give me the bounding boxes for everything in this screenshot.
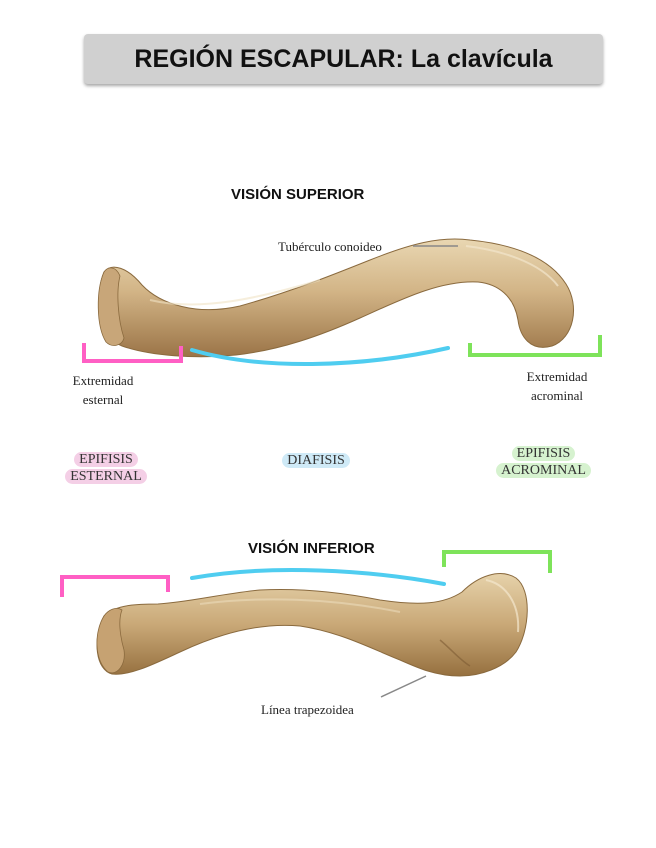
sternal-end-label-line1: Extremidad	[72, 373, 134, 388]
superior-view-heading: VISIÓN SUPERIOR	[231, 186, 365, 203]
page-title: REGIÓN ESCAPULAR: La clavícula	[134, 44, 553, 73]
sternal-end-label-line2: esternal	[82, 392, 124, 407]
acromial-epiphysis-line2: ACROMINAL	[496, 463, 591, 478]
sternal-bracket-inferior	[60, 575, 170, 597]
acromial-bracket-superior	[468, 335, 602, 357]
trapezoid-leader-line	[380, 675, 427, 698]
acromial-end-label-line1: Extremidad	[526, 369, 588, 384]
sternal-epiphysis-tag: EPIFISIS ESTERNAL	[56, 451, 156, 485]
tubercle-label: Tubérculo conoideo	[278, 239, 382, 254]
diaphysis-tag: DIAFISIS	[266, 452, 366, 469]
sternal-epiphysis-line2: ESTERNAL	[65, 469, 147, 484]
diaphysis-curve-superior	[190, 346, 450, 367]
inferior-view-heading: VISIÓN INFERIOR	[248, 540, 375, 557]
diaphysis-label: DIAFISIS	[282, 453, 350, 468]
sternal-end-label: Extremidad esternal	[58, 371, 148, 409]
acromial-bracket-inferior	[442, 550, 552, 573]
acromial-end-label: Extremidad acrominal	[512, 367, 602, 405]
title-banner: REGIÓN ESCAPULAR: La clavícula	[84, 34, 603, 84]
diaphysis-curve-inferior	[190, 568, 446, 586]
trapezoid-label: Línea trapezoidea	[261, 702, 354, 717]
acromial-epiphysis-line1: EPIFISIS	[511, 446, 576, 461]
sternal-epiphysis-line1: EPIFISIS	[74, 452, 138, 467]
acromial-epiphysis-tag: EPIFISIS ACROMINAL	[486, 445, 601, 479]
clavicle-superior-view	[97, 238, 574, 358]
sternal-bracket-superior	[82, 343, 183, 363]
clavicle-inferior-view	[96, 573, 528, 677]
acromial-end-label-line2: acrominal	[531, 388, 583, 403]
